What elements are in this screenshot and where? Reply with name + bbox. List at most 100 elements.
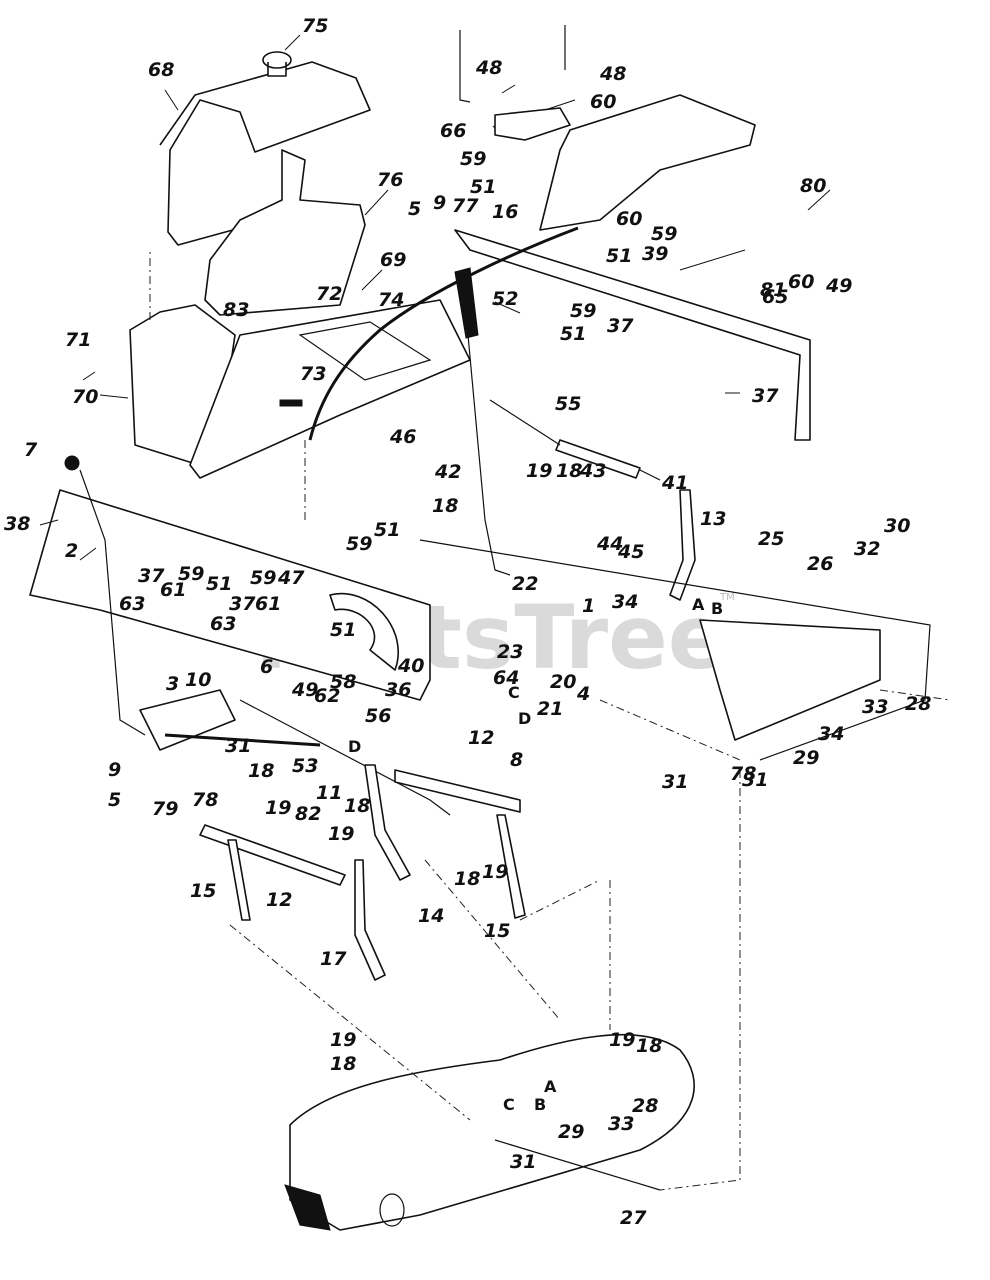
seat-pan-support bbox=[539, 94, 756, 231]
arm-15-left bbox=[227, 839, 251, 921]
callout-18-b: 18 bbox=[432, 495, 458, 517]
callout-19-d: 19 bbox=[482, 861, 508, 883]
callout-49-a: 49 bbox=[825, 275, 852, 297]
callout-49-b: 49 bbox=[291, 679, 318, 701]
callout-51-b: 51 bbox=[606, 245, 632, 267]
sector-plate-40 bbox=[329, 592, 400, 671]
callout-59-f: 59 bbox=[250, 567, 276, 589]
callout-13: 13 bbox=[700, 508, 726, 530]
seat-bracket-assembly bbox=[454, 25, 811, 441]
callout-B-lower: B bbox=[534, 1095, 546, 1114]
callout-76: 76 bbox=[377, 169, 403, 191]
callout-30: 30 bbox=[884, 515, 910, 537]
callout-48-a: 48 bbox=[475, 57, 502, 79]
callout-19-a: 19 bbox=[526, 460, 552, 482]
frame-bracket-39 bbox=[454, 229, 811, 441]
link-13 bbox=[669, 489, 696, 601]
callout-12-b: 12 bbox=[266, 889, 292, 911]
callout-A-lower: A bbox=[544, 1077, 557, 1096]
callout-37-d: 37 bbox=[229, 593, 256, 615]
deck-lift-linkage bbox=[199, 489, 931, 981]
callout-55: 55 bbox=[555, 393, 581, 415]
callout-53: 53 bbox=[292, 755, 318, 777]
callout-19-e: 19 bbox=[330, 1029, 356, 1051]
callout-34-a: 34 bbox=[612, 591, 638, 613]
seat-bracket-66 bbox=[494, 107, 571, 141]
callout-77: 77 bbox=[452, 195, 479, 217]
throttle-cable-52 bbox=[308, 226, 579, 441]
callout-20: 20 bbox=[550, 671, 576, 693]
callout-37-a: 37 bbox=[607, 315, 634, 337]
callout-16: 16 bbox=[492, 201, 518, 223]
arm-15-right bbox=[496, 814, 526, 919]
callout-52: 52 bbox=[492, 288, 518, 310]
callout-46: 46 bbox=[389, 426, 416, 448]
callout-33-a: 33 bbox=[862, 696, 888, 718]
callout-34-b: 34 bbox=[818, 723, 844, 745]
fuel-tank-assembly bbox=[129, 51, 471, 479]
callout-41: 41 bbox=[661, 472, 688, 494]
spring-55-wire bbox=[489, 399, 661, 481]
callout-6: 6 bbox=[260, 656, 273, 678]
callout-12-a: 12 bbox=[468, 727, 494, 749]
callout-28-b: 28 bbox=[632, 1095, 658, 1117]
callout-59-b: 59 bbox=[651, 223, 677, 245]
callout-82: 82 bbox=[295, 803, 321, 825]
arm-14 bbox=[364, 764, 411, 881]
callout-C-lower: C bbox=[503, 1095, 515, 1114]
callout-27: 27 bbox=[620, 1207, 647, 1229]
callout-65: 65 bbox=[762, 286, 788, 308]
tank-plate-74 bbox=[298, 321, 432, 381]
callout-51-c: 51 bbox=[560, 323, 586, 345]
link-12-upper bbox=[394, 769, 521, 813]
callout-18-g: 18 bbox=[636, 1035, 662, 1057]
rod-11 bbox=[239, 699, 451, 816]
callout-4: 4 bbox=[576, 683, 590, 705]
callout-68: 68 bbox=[148, 59, 174, 81]
callout-64: 64 bbox=[493, 667, 519, 689]
callout-19-c: 19 bbox=[328, 823, 354, 845]
callout-45: 45 bbox=[617, 541, 644, 563]
deck-discharge-chute bbox=[284, 1184, 331, 1231]
callout-37-b: 37 bbox=[752, 385, 779, 407]
callout-5-b: 5 bbox=[108, 789, 121, 811]
callout-38: 38 bbox=[4, 513, 30, 535]
callout-40: 40 bbox=[397, 655, 424, 677]
callout-71: 71 bbox=[65, 329, 91, 351]
callout-63-b: 63 bbox=[210, 613, 236, 635]
callout-36: 36 bbox=[385, 679, 411, 701]
callout-33-b: 33 bbox=[608, 1113, 634, 1135]
callout-63-a: 63 bbox=[119, 593, 145, 615]
guide-lines bbox=[149, 250, 951, 1191]
callout-2: 2 bbox=[65, 540, 78, 562]
callout-61-b: 61 bbox=[255, 593, 281, 615]
deck-housing bbox=[289, 1033, 695, 1231]
fuel-cap-75 bbox=[262, 51, 292, 77]
callout-51-f: 51 bbox=[330, 619, 356, 641]
seat-rail-left bbox=[459, 25, 566, 103]
callout-D-left: D bbox=[348, 737, 361, 756]
callout-D-right: D bbox=[518, 709, 531, 728]
watermark-trademark: TM bbox=[719, 592, 735, 603]
callout-A-upper: A bbox=[692, 595, 705, 614]
link-12-lower bbox=[199, 824, 346, 886]
callout-72: 72 bbox=[316, 283, 342, 305]
tank-bracket-68 bbox=[159, 61, 371, 246]
leader-lines bbox=[39, 34, 831, 561]
callout-75: 75 bbox=[302, 15, 328, 37]
callout-39: 39 bbox=[642, 243, 668, 265]
callout-59-a: 59 bbox=[460, 148, 486, 170]
callout-70: 70 bbox=[72, 386, 98, 408]
callout-29-b: 29 bbox=[558, 1121, 584, 1143]
callout-22: 22 bbox=[512, 573, 538, 595]
callout-48-b: 48 bbox=[599, 63, 626, 85]
callout-80: 80 bbox=[800, 175, 826, 197]
arm-17 bbox=[354, 859, 386, 981]
callout-29-a: 29 bbox=[793, 747, 819, 769]
callout-19-b: 19 bbox=[265, 797, 291, 819]
callout-51-d: 51 bbox=[206, 573, 232, 595]
callout-31-a: 31 bbox=[662, 771, 688, 793]
callout-51-e: 51 bbox=[374, 519, 400, 541]
callout-21: 21 bbox=[537, 698, 563, 720]
callout-5: 5 bbox=[408, 198, 421, 220]
